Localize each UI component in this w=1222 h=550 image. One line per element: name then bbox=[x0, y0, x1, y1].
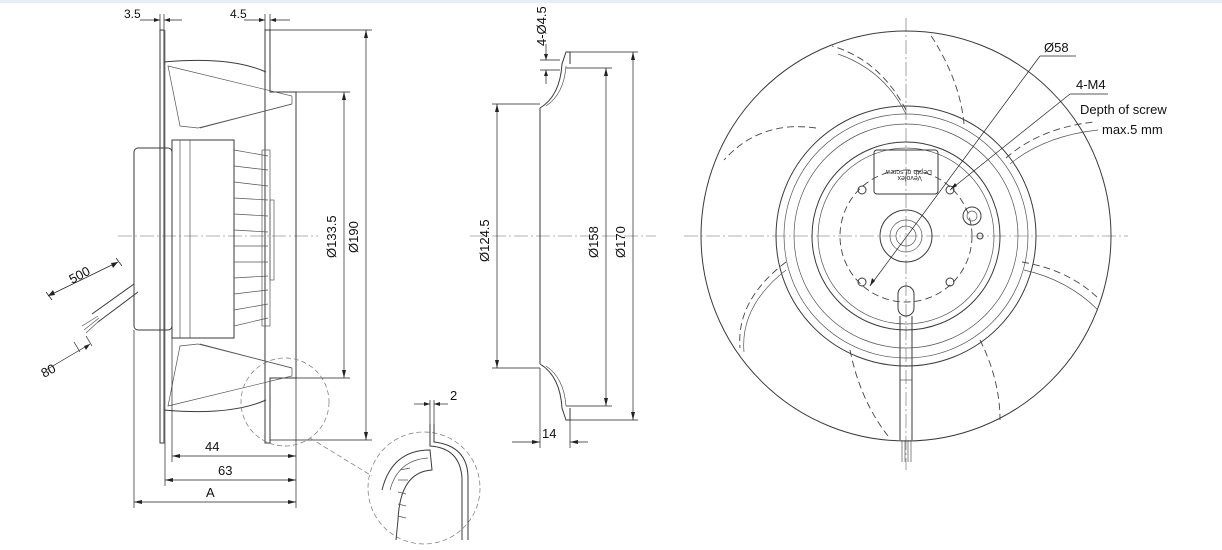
dim-strip-length: 80 bbox=[38, 361, 58, 381]
screw-bolt-circle bbox=[839, 169, 973, 303]
nozzle-top-curve bbox=[539, 51, 571, 109]
dim-hub-diameter: Ø58 bbox=[1044, 40, 1069, 55]
dim-wall-thickness: 4.5 bbox=[230, 7, 247, 21]
dim-nozzle-outer: Ø170 bbox=[613, 226, 628, 258]
motor-rotor-cup bbox=[133, 147, 173, 331]
shroud-ring bbox=[775, 105, 1037, 367]
blade-bottom bbox=[167, 343, 293, 407]
dim-nozzle-depth: 14 bbox=[542, 426, 556, 441]
dim-mounting-holes: 4-Ø4.5 bbox=[534, 6, 549, 46]
inlet-flange-plate bbox=[159, 29, 165, 444]
note-screw-depth-line1: Depth of screw bbox=[1080, 102, 1167, 117]
screw-hole-1 bbox=[857, 185, 867, 195]
nozzle-view: Ø124.5 Ø158 Ø170 4-Ø4.5 14 bbox=[470, 6, 656, 448]
dim-outer-diameter: Ø190 bbox=[346, 221, 361, 253]
side-view: 3.5 4.5 Ø133.5 Ø190 500 80 bbox=[38, 7, 373, 508]
top-divider bbox=[0, 0, 1222, 3]
connection-cable bbox=[81, 283, 139, 334]
motor-housing bbox=[171, 139, 235, 339]
grounding-screw bbox=[962, 206, 982, 226]
nozzle-bottom-curve bbox=[539, 363, 571, 421]
impeller-blades bbox=[723, 33, 1101, 437]
dim-overall-a: A bbox=[206, 485, 215, 500]
dim-inner-diameter: Ø133.5 bbox=[324, 215, 339, 258]
dim-bolt-circle: Ø158 bbox=[586, 226, 601, 258]
detail-circle bbox=[367, 431, 481, 545]
front-cable-exit bbox=[897, 285, 915, 462]
dim-depth-44: 44 bbox=[205, 439, 219, 454]
blade-top bbox=[167, 65, 293, 129]
label-text: Depth of screw bbox=[884, 168, 932, 175]
motor-flange bbox=[811, 141, 1001, 331]
impeller-outer-rim bbox=[700, 30, 1112, 442]
cooling-fins bbox=[233, 149, 275, 327]
dim-screw-spec: 4-M4 bbox=[1076, 77, 1106, 92]
dim-cable-length: 500 bbox=[66, 263, 92, 286]
screw-hole-3 bbox=[857, 277, 867, 287]
dim-flange-thickness: 3.5 bbox=[124, 7, 141, 21]
screw-hole-4 bbox=[945, 277, 955, 287]
hub bbox=[879, 209, 933, 263]
screw-hole-2 bbox=[945, 185, 955, 195]
detail-view: 2 bbox=[367, 388, 481, 545]
dim-sheet-thickness: 2 bbox=[450, 388, 457, 403]
label-brand: Vevolex bbox=[897, 174, 922, 181]
front-view: Depth of screw Vevolex Ø58 4-M4 Depth of… bbox=[684, 18, 1167, 470]
dim-inlet-diameter: Ø124.5 bbox=[477, 219, 492, 262]
note-screw-depth-line2: max.5 mm bbox=[1102, 122, 1163, 137]
detail-callout-circle bbox=[240, 357, 330, 447]
dim-depth-63: 63 bbox=[218, 463, 232, 478]
rating-label bbox=[873, 149, 939, 195]
